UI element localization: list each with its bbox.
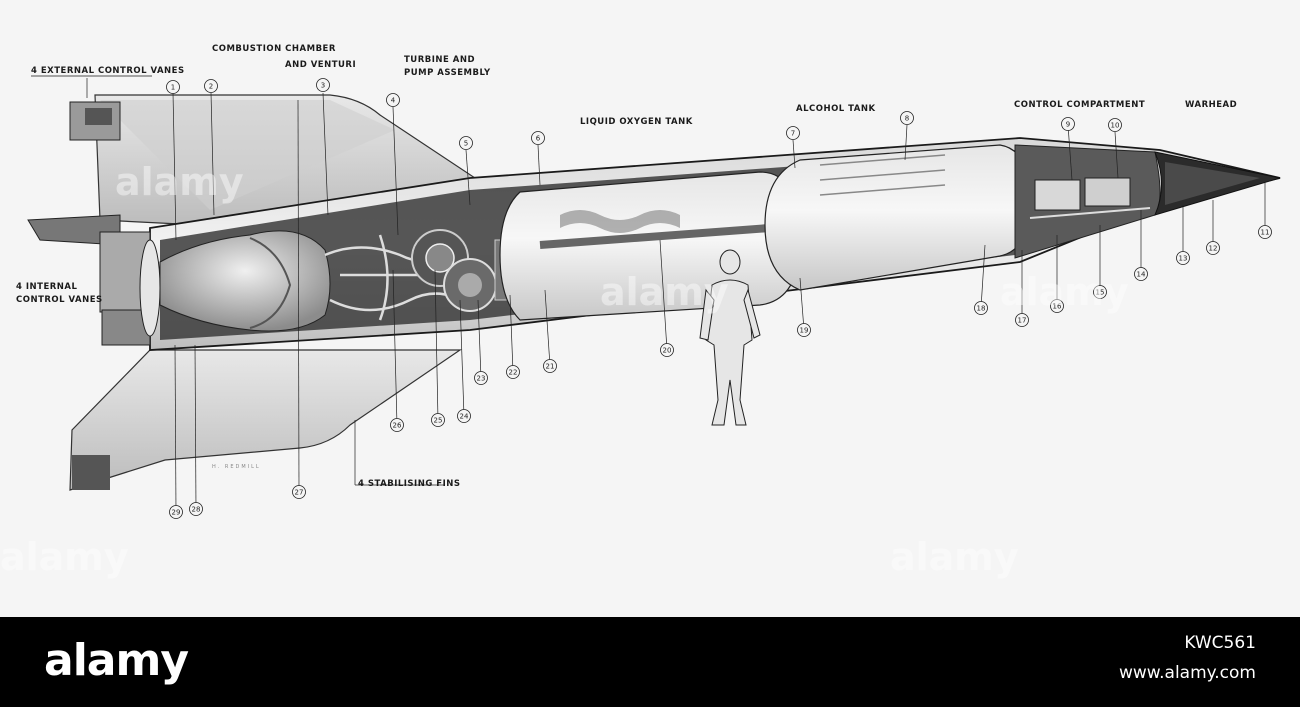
callout-23	[474, 371, 488, 385]
watermark: alamy	[890, 535, 1019, 579]
label-internal-vanes-2: CONTROL VANES	[16, 295, 103, 305]
artist-signature: H. REDMILL	[212, 464, 261, 470]
callout-27	[292, 485, 306, 499]
callout-29	[169, 505, 183, 519]
callout-number-9: 9	[1066, 121, 1070, 129]
callout-1	[166, 80, 180, 94]
stock-footer-bar: alamy KWC561 www.alamy.com	[0, 617, 1300, 707]
watermark: alamy	[0, 535, 129, 579]
callout-number-22: 22	[509, 369, 518, 377]
callout-8	[900, 111, 914, 125]
site-url: www.alamy.com	[1118, 663, 1256, 683]
callout-12	[1206, 241, 1220, 255]
callout-number-18: 18	[977, 305, 986, 313]
callout-number-29: 29	[172, 509, 181, 517]
callout-13	[1176, 251, 1190, 265]
poster: 1 2 3 4 5 6 7 8 9 10 11 12 13 14 15 16 1…	[0, 44, 1281, 579]
label-external-control-vanes: 4 EXTERNAL CONTROL VANES	[31, 66, 185, 76]
callout-number-21: 21	[546, 363, 555, 371]
callout-28	[189, 502, 203, 516]
label-warhead: WARHEAD	[1185, 100, 1237, 110]
callout-number-7: 7	[791, 130, 795, 138]
callout-10	[1108, 118, 1122, 132]
callout-number-13: 13	[1179, 255, 1188, 263]
callout-15	[1093, 285, 1107, 299]
callout-number-26: 26	[393, 422, 402, 430]
v2-rocket-cutaway-diagram: 1 2 3 4 5 6 7 8 9 10 11 12 13 14 15 16 1…	[0, 44, 1281, 579]
callout-3	[316, 78, 330, 92]
label-combustion-chamber: COMBUSTION CHAMBER	[212, 44, 336, 54]
callout-number-24: 24	[460, 413, 469, 421]
callout-6	[531, 131, 545, 145]
callout-26	[390, 418, 404, 432]
lower-fin	[69, 349, 462, 491]
callout-number-28: 28	[192, 506, 201, 514]
callout-21	[543, 359, 557, 373]
watermark: alamy	[600, 270, 729, 314]
callout-number-6: 6	[536, 135, 541, 143]
callout-number-11: 11	[1261, 229, 1270, 237]
watermark: alamy	[1000, 270, 1129, 314]
callout-number-23: 23	[477, 375, 486, 383]
callout-number-1: 1	[171, 84, 175, 92]
alamy-logo: alamy	[44, 635, 189, 686]
callout-24	[457, 409, 471, 423]
callout-20	[660, 343, 674, 357]
callout-number-8: 8	[905, 115, 909, 123]
callout-number-19: 19	[800, 327, 809, 335]
callout-7	[786, 126, 800, 140]
callout-19	[797, 323, 811, 337]
callout-number-14: 14	[1137, 271, 1146, 279]
callout-number-17: 17	[1018, 317, 1027, 325]
label-internal-vanes-1: 4 INTERNAL	[16, 282, 77, 292]
callout-22	[506, 365, 520, 379]
callout-14	[1134, 267, 1148, 281]
callout-number-25: 25	[434, 417, 443, 425]
callout-markers	[166, 78, 1272, 519]
callout-number-27: 27	[295, 489, 304, 497]
combustion-chamber	[159, 230, 331, 332]
callout-17	[1015, 313, 1029, 327]
callout-11	[1258, 225, 1272, 239]
label-liquid-oxygen-tank: LIQUID OXYGEN TANK	[580, 117, 693, 127]
alcohol-tank	[764, 144, 1031, 291]
callout-number-15: 15	[1096, 289, 1105, 297]
label-alcohol-tank: ALCOHOL TANK	[796, 104, 876, 114]
label-control-compartment: CONTROL COMPARTMENT	[1014, 100, 1145, 110]
watermark: alamy	[115, 160, 244, 204]
callout-number-20: 20	[663, 347, 672, 355]
label-stabilising-fins: 4 STABILISING FINS	[358, 479, 460, 489]
callout-number-5: 5	[464, 140, 468, 148]
callout-25	[431, 413, 445, 427]
callout-5	[459, 136, 473, 150]
label-turbine: TURBINE AND	[404, 55, 475, 65]
label-pump-assembly: PUMP ASSEMBLY	[404, 68, 491, 78]
callout-16	[1050, 299, 1064, 313]
callout-number-12: 12	[1209, 245, 1218, 253]
soldier-figure	[699, 249, 761, 426]
callout-18	[974, 301, 988, 315]
callout-number-16: 16	[1053, 303, 1062, 311]
callout-number-2: 2	[209, 83, 213, 91]
callout-number-4: 4	[391, 97, 396, 105]
callout-9	[1061, 117, 1075, 131]
label-combustion-venturi: AND VENTURI	[285, 60, 356, 70]
callout-4	[386, 93, 400, 107]
callout-number-3: 3	[321, 82, 325, 90]
image-id: KWC561	[1184, 633, 1256, 653]
callout-number-10: 10	[1111, 122, 1120, 130]
callout-2	[204, 79, 218, 93]
